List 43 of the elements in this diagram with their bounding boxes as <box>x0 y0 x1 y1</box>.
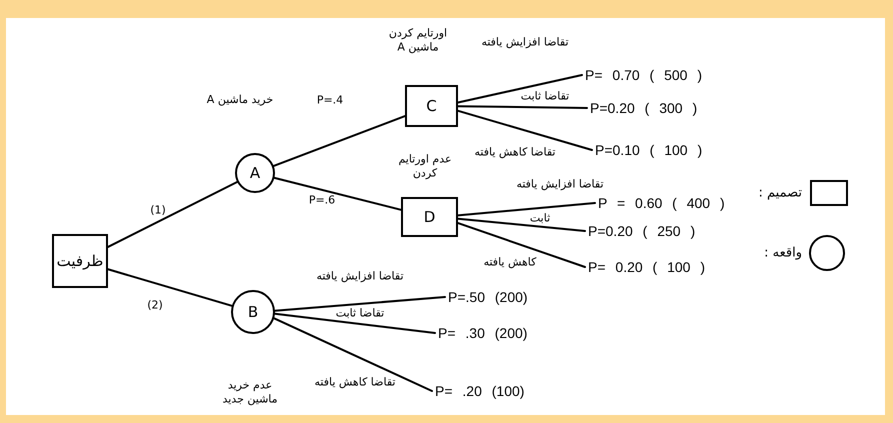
note-text: عدم اورتایم کردن <box>397 152 453 180</box>
branch-line <box>274 312 436 334</box>
outcome-value: P= .30 (200) <box>438 324 528 343</box>
branch-line <box>457 202 596 216</box>
outcome-value: P= 0.20 ( 100 ) <box>588 258 706 277</box>
edge-label: تقاضا کاهش یافته <box>472 146 558 158</box>
legend-label: واقعه : <box>764 244 802 262</box>
edge-label: (1) <box>148 204 168 216</box>
branch-line <box>273 176 402 211</box>
decision-box: D <box>401 197 458 237</box>
edge-label: تقاضا افزایش یافته <box>314 270 406 282</box>
edge-label: P=.4 <box>314 94 346 106</box>
outcome-value: P=0.10 ( 100 ) <box>595 140 702 160</box>
edge-label: تقاضا ثابت <box>518 90 572 102</box>
outcome-value: P= 0.70 ( 500 ) <box>585 66 702 85</box>
edge-label: تقاضا افزایش یافته <box>514 178 606 190</box>
branch-line <box>457 222 586 268</box>
edge-label: تقاضا ثابت <box>334 308 386 318</box>
branch-line <box>273 317 433 392</box>
branch-line <box>457 105 588 109</box>
outcome-value: P= .20 (100) <box>435 382 524 401</box>
note-text: اورتایم کردن ماشین A <box>388 26 448 54</box>
decision-box: ظرفیت <box>52 234 108 288</box>
outcome-value: P=0.20 ( 250 ) <box>588 222 696 241</box>
outcome-value: P=0.20 ( 300 ) <box>590 98 698 118</box>
branch-line <box>274 296 446 312</box>
decision-box: C <box>405 85 458 127</box>
edge-label: کاهش یافته <box>482 256 538 268</box>
branch-line <box>457 218 586 232</box>
edge-label: (2) <box>145 300 165 310</box>
note-text: عدم خرید ماشین جدید <box>221 378 279 406</box>
branch-line <box>107 268 233 307</box>
edge-label: تقاضا افزایش یافته <box>479 36 571 48</box>
branch-line <box>457 74 583 104</box>
edge-label: تقاضا کاهش یافته <box>312 376 398 388</box>
note-text: خرید ماشین A <box>206 93 274 107</box>
edge-label: ثابت <box>528 212 552 224</box>
branch-line <box>457 110 593 151</box>
branch-line <box>107 180 238 248</box>
outcome-value: P = 0.60 ( 400 ) <box>598 194 725 213</box>
edge-label: P=.6 <box>306 194 338 206</box>
outcome-value: P=.50 (200) <box>448 288 528 307</box>
legend-label: تصمیم : <box>758 184 802 202</box>
